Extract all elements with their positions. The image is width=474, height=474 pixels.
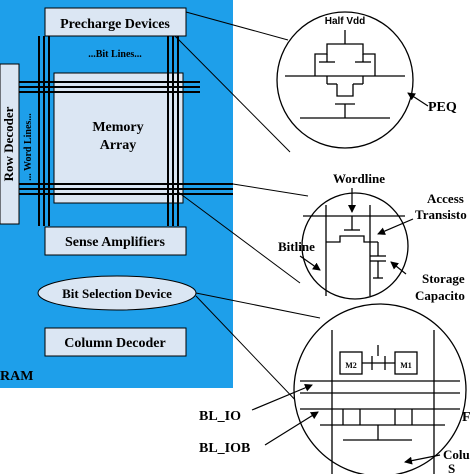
precharge-circuit [285, 30, 405, 119]
memory-array-label-1: Memory [92, 120, 143, 135]
column-circuit [300, 330, 460, 474]
bit-selection-label: Bit Selection Device [62, 286, 172, 301]
memory-array-label-2: Array [100, 138, 137, 153]
column-decoder-block [44, 327, 187, 357]
peq-arrow [407, 92, 429, 107]
storage-arrow [390, 261, 407, 275]
bl-iob-label: BL_IOB [199, 441, 250, 456]
bitline-arrow [299, 255, 321, 271]
zoom-connectors [174, 11, 321, 406]
memory-array [53, 72, 184, 204]
right-label-fragment: F [462, 410, 471, 425]
column-zoom-circle [293, 303, 467, 474]
cell-zoom-circle [301, 192, 409, 300]
half-vdd-label: Half Vdd [325, 16, 366, 27]
access-label-1: Access [427, 191, 464, 206]
row-decoder [0, 63, 20, 225]
bl-iob-arrow [264, 411, 319, 446]
access-arrow [377, 218, 414, 235]
cell-circuit [303, 205, 405, 296]
sense-amplifiers-label: Sense Amplifiers [65, 235, 165, 250]
column-decoder-label: Column Decoder [64, 336, 166, 351]
precharge-devices-block [44, 7, 187, 37]
bit-lines-label: ...Bit Lines... [88, 49, 142, 60]
peq-label: PEQ [428, 100, 457, 115]
column-arrow [404, 454, 441, 465]
row-decoder-label: Row Decoder [1, 106, 16, 181]
column-label-1: Colu [443, 447, 470, 462]
m2-label: M2 [345, 361, 357, 370]
bit-lines [38, 36, 179, 226]
storage-label-2: Capacito [415, 288, 465, 303]
precharge-devices-label: Precharge Devices [60, 17, 170, 32]
bl-io-label: BL_IO [199, 409, 241, 424]
dram-title: RAM [0, 369, 33, 384]
precharge-zoom-circle [276, 11, 414, 149]
access-label-2: Transisto [415, 207, 467, 222]
word-lines-label: ... Word Lines... [23, 113, 34, 181]
bitline-label: Bitline [278, 239, 315, 254]
wordline-label: Wordline [333, 171, 385, 186]
m1-label: M1 [400, 361, 412, 370]
column-label-2: S [448, 461, 455, 474]
bl-io-arrow [251, 384, 313, 411]
storage-label-1: Storage [422, 271, 465, 286]
sense-amplifiers-block [44, 226, 187, 256]
